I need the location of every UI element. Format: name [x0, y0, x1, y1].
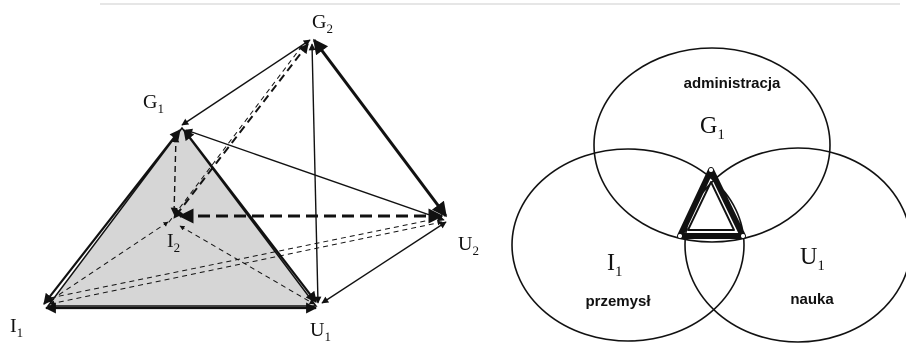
edge-g1-i2-dashed: [170, 135, 180, 215]
edge-g2-u2: [312, 38, 448, 218]
venn-label-nauka: nauka: [790, 291, 834, 308]
venn-label-administracja: administracja: [684, 75, 781, 92]
label-i2: I2: [167, 230, 180, 255]
triangle-node-right: [741, 234, 745, 238]
edge-g2-i2-dashed: [173, 43, 309, 219]
venn-diagram: administracja przemysł nauka G1 I1 U1: [511, 47, 906, 343]
edge-i1-u2-dashed: [49, 220, 443, 306]
edge-i1-u2-dashed-2: [49, 217, 441, 299]
triangle-node-left: [678, 234, 682, 238]
label-i1: I1: [10, 315, 23, 340]
venn-label-przemysl: przemysł: [585, 293, 651, 310]
central-triangle-inner: [687, 181, 735, 231]
edge-g2-i2-dashed-thin: [165, 45, 303, 227]
edge-g1-g2: [181, 39, 311, 126]
venn-symbol-i1: I1: [607, 250, 623, 280]
label-g2: G2: [312, 11, 333, 36]
label-g1: G1: [143, 91, 164, 116]
central-triangle-outer: [677, 167, 746, 239]
venn-symbol-u1: U1: [800, 244, 825, 274]
label-u2: U2: [458, 233, 479, 258]
label-u1: U1: [310, 319, 331, 344]
tetrahedron-diagram: G2 G1 I2 U2 I1 U1: [10, 11, 479, 344]
venn-symbol-g1: G1: [700, 113, 725, 143]
edge-u1-u2: [321, 221, 447, 304]
triangle-node-top: [709, 168, 713, 172]
venn-circle-nauka: [684, 147, 906, 343]
venn-circle-przemysl: [511, 148, 745, 342]
edge-g2-u1: [308, 43, 322, 304]
venn-circle-administracja: [593, 47, 831, 243]
